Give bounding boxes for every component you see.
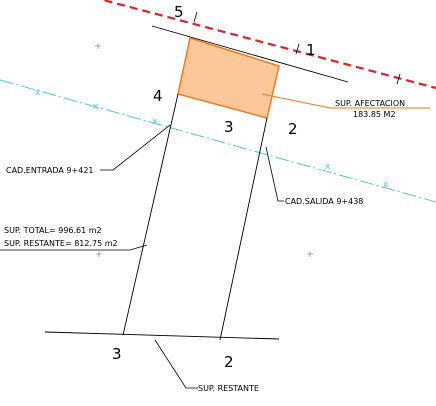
- sup-restante-leader: [154, 339, 198, 389]
- axis-marker: x: [383, 180, 389, 190]
- parcel-bottom-line: [44, 331, 280, 340]
- axis-marker: x: [152, 117, 158, 127]
- sup-afectacion-value: 183.85 M2: [353, 110, 396, 119]
- sup-restante-label: SUP. RESTANTE: [198, 384, 259, 393]
- afectacion-leader: [261, 93, 430, 109]
- vertex-label-2-bottom: 2: [224, 353, 234, 371]
- vertex-label-5: 5: [174, 3, 184, 21]
- sup-total-leader: [0, 244, 148, 251]
- centre-axis-line: [0, 79, 436, 203]
- vertex-label-4: 4: [153, 87, 163, 105]
- sup-afectacion-title: SUP. AFECTACION: [335, 99, 405, 108]
- vertex-label-1: 1: [306, 41, 316, 59]
- axis-markers: x x x x x: [35, 88, 389, 190]
- tick-mark: [193, 11, 198, 23]
- vertex-label-2-top: 2: [288, 120, 298, 138]
- row-boundary-line: [99, 0, 436, 90]
- vertex-label-3-top: 3: [224, 118, 234, 136]
- sup-total-label: SUP. TOTAL= 996.61 m2: [4, 226, 102, 235]
- tick-mark: [295, 43, 300, 55]
- cad-entrada-leader: [100, 124, 171, 171]
- cad-entrada-label: CAD.ENTRADA 9+421: [6, 166, 94, 175]
- tick-mark: [396, 73, 401, 85]
- cad-salida-leader: [265, 146, 284, 202]
- axis-marker: x: [325, 162, 331, 172]
- sup-restante-value-label: SUP. RESTANTE= 812.75 m2: [4, 239, 118, 248]
- parcel-left-line: [122, 93, 179, 336]
- parcel-top-line: [151, 25, 349, 83]
- parcel-right-line: [219, 117, 268, 341]
- affected-area: [177, 37, 280, 119]
- axis-marker: x: [93, 102, 99, 112]
- cad-salida-label: CAD.SALIDA 9+438: [285, 197, 363, 206]
- axis-marker: x: [35, 88, 41, 98]
- vertex-label-3-bottom: 3: [112, 345, 122, 363]
- reference-marks: [95, 43, 313, 257]
